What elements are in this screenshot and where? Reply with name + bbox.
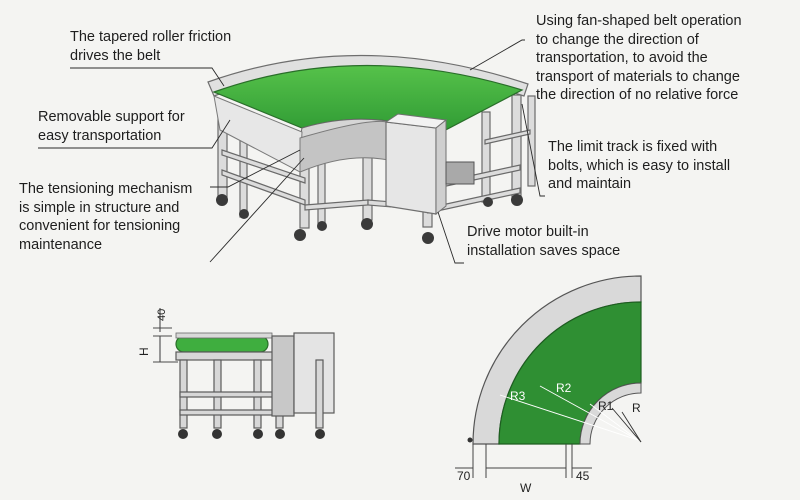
annotation-support: Removable support for easy transportatio… <box>38 109 185 144</box>
leader-motor <box>437 211 464 264</box>
side-frame <box>175 332 335 429</box>
annotation-roller: The tapered roller friction drives the b… <box>70 29 232 64</box>
casters <box>216 194 523 244</box>
top-belt <box>498 301 642 445</box>
dim-w-label: W <box>520 481 532 495</box>
r2-label: R2 <box>556 381 572 395</box>
leader-roller <box>70 67 225 87</box>
motor-cover <box>384 113 475 216</box>
leader-fan-belt <box>469 39 525 71</box>
leader-tension-2 <box>209 157 305 263</box>
leader-support <box>38 119 231 149</box>
annotation-fan-belt: Using fan-shaped belt operation to chang… <box>536 13 742 103</box>
annotation-limit-track: The limit track is fixed with bolts, whi… <box>548 139 731 192</box>
dim-h-label: H <box>137 347 151 356</box>
r1-label: R1 <box>598 399 614 413</box>
top-dims <box>455 444 592 478</box>
drive-motor <box>445 161 475 185</box>
annotation-tension: The tensioning mechanism is simple in st… <box>19 181 193 253</box>
annotation-motor: Drive motor built-in installation saves … <box>467 224 621 259</box>
dim-45-label: 45 <box>576 469 590 483</box>
leader-limit-track <box>521 103 545 197</box>
r-label: R <box>632 401 641 415</box>
radius-lines <box>499 385 639 441</box>
caster-wheel <box>216 194 228 206</box>
dim-70-label: 70 <box>457 469 471 483</box>
dim-40-label: 40 <box>156 309 168 321</box>
side-casters <box>178 429 325 439</box>
leader-tension <box>210 149 301 188</box>
r3-label: R3 <box>510 389 526 403</box>
leader-lines <box>38 39 545 264</box>
